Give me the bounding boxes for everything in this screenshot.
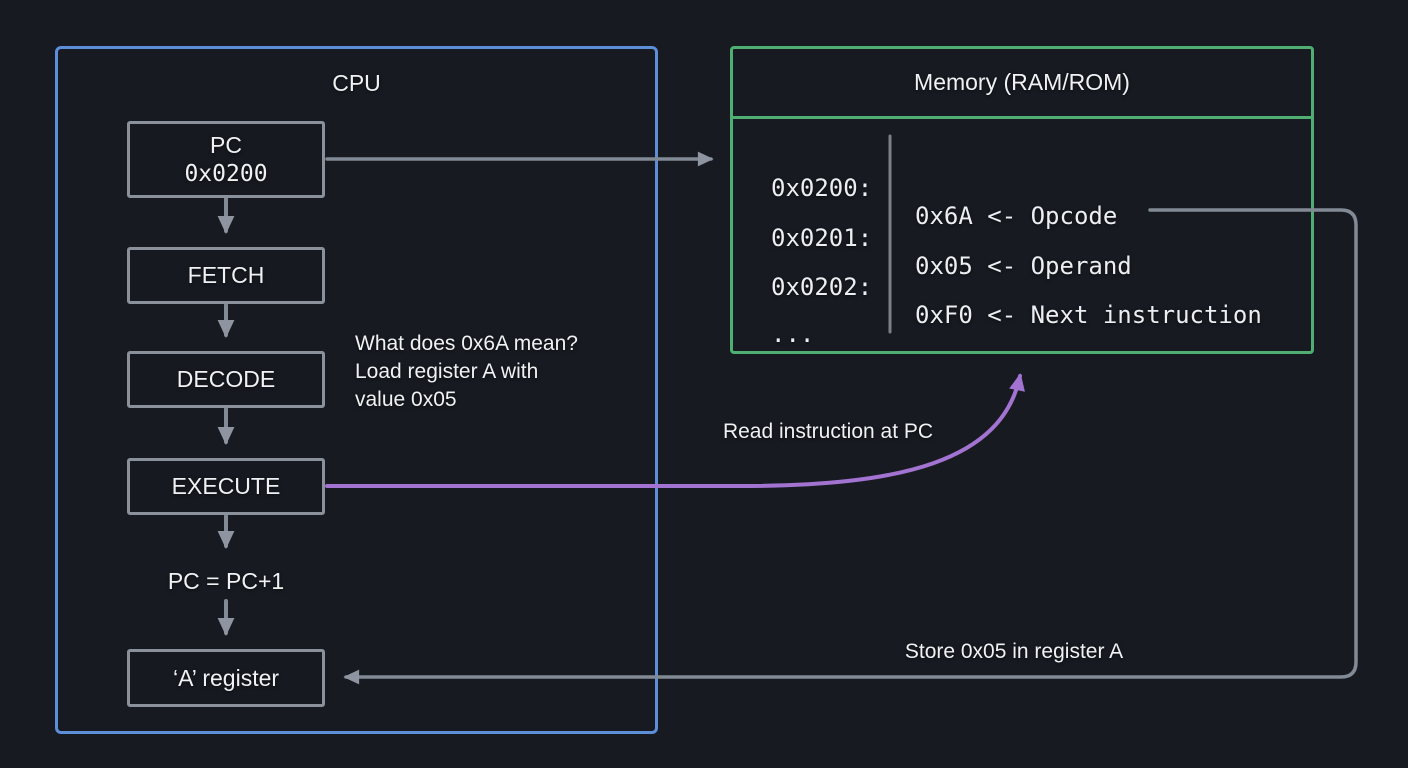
store-value-label: Store 0x05 in register A	[904, 640, 1124, 663]
memory-address: ...	[771, 320, 815, 348]
cpu-container-box	[55, 46, 658, 734]
memory-row: 0x0201: 0x05 <- Operand	[733, 196, 1311, 280]
memory-title: Memory (RAM/ROM)	[733, 49, 1311, 119]
read-instruction-label: Read instruction at PC	[722, 420, 934, 443]
pc-node: PC 0x0200	[127, 121, 325, 198]
memory-value: 0x05 <- Operand	[915, 252, 1132, 280]
decode-node: DECODE	[127, 351, 325, 408]
memory-value: 0xF0 <- Next instruction	[915, 301, 1262, 329]
decode-annotation: What does 0x6A mean? Load register A wit…	[355, 332, 578, 411]
memory-rows: 0x0200: 0x6A <- Opcode 0x0201: 0x05 <- O…	[733, 119, 1311, 351]
a-register-node: ‘A’ register	[127, 649, 325, 707]
memory-address: 0x0200:	[771, 174, 873, 202]
memory-address: 0x0202:	[771, 273, 873, 301]
arrow-execute-read-memory	[325, 373, 1025, 488]
fetch-node: FETCH	[127, 247, 325, 304]
pc-label: PC	[210, 132, 242, 158]
pc-value: 0x0200	[184, 161, 268, 187]
pc-increment-label: PC = PC+1	[167, 568, 285, 594]
arrow-operand-to-a-register	[343, 208, 1358, 685]
memory-address: 0x0201:	[771, 224, 873, 252]
execute-node: EXECUTE	[127, 458, 325, 515]
memory-row: 0x0200: 0x6A <- Opcode	[733, 146, 1311, 230]
cpu-title: CPU	[332, 70, 381, 96]
memory-row: ...	[733, 292, 1311, 348]
memory-container-box: Memory (RAM/ROM) 0x0200: 0x6A <- Opcode …	[730, 46, 1314, 354]
memory-value: 0x6A <- Opcode	[915, 202, 1118, 230]
memory-row: 0x0202: 0xF0 <- Next instruction	[733, 245, 1311, 329]
